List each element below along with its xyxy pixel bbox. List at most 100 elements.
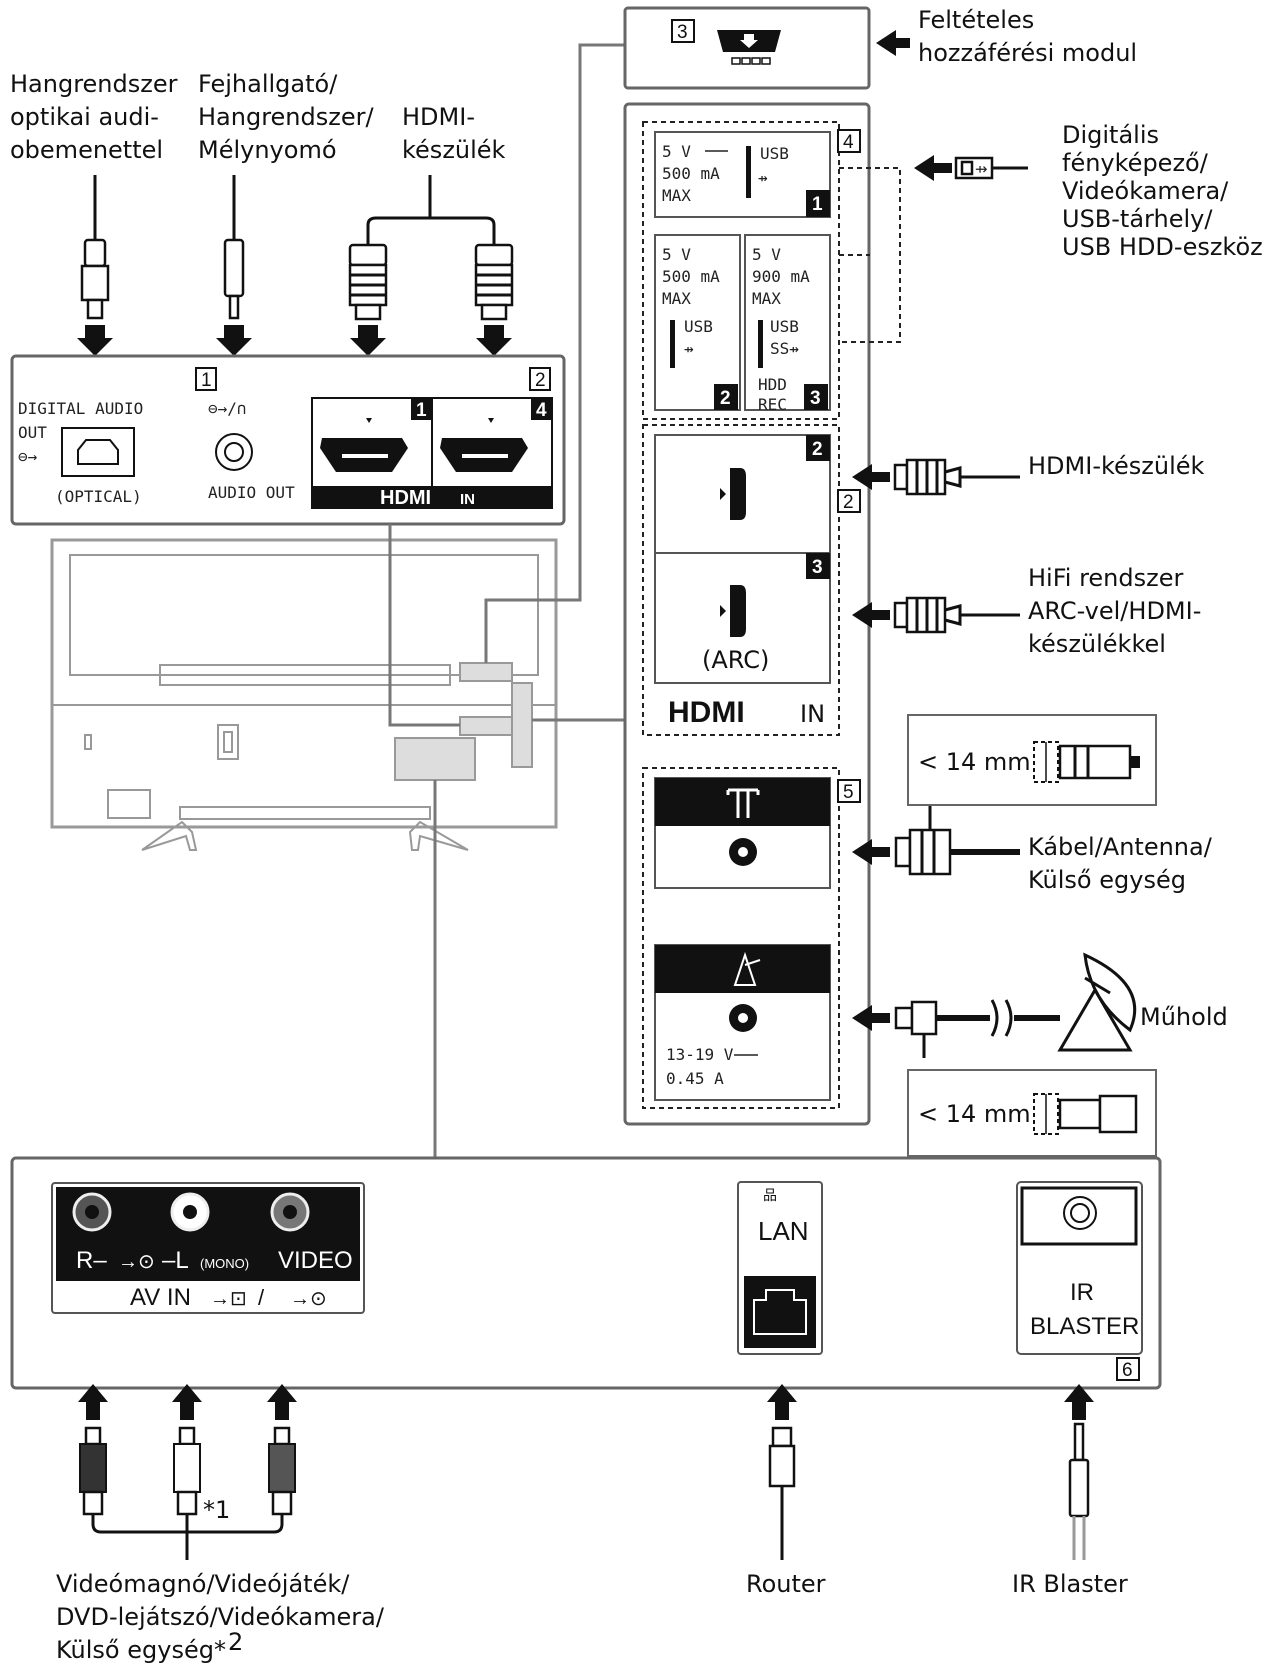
video-input-icon: →⊡ [210, 1288, 247, 1310]
svg-text:⇸: ⇸ [975, 161, 988, 178]
hdmi-device-top-label: HDMI- készülék [402, 103, 506, 164]
av-devices-note: 2 [228, 1628, 243, 1656]
antenna-port [654, 777, 831, 889]
svg-text:LAN: LAN [758, 1216, 809, 1246]
satellite-label: Műhold [1140, 1003, 1228, 1031]
cam-module-panel: 3 [623, 6, 910, 90]
svg-text:5 V: 5 V [662, 142, 691, 161]
av-cables-icon [78, 1384, 297, 1560]
usb-symbol-icon: ⇸ [684, 339, 694, 358]
svg-text:500 mA: 500 mA [662, 267, 720, 286]
right-connector-panel: 4 5 V 500 mA MAX USB ⇸ 1 5 V 500 mA MAX … [623, 102, 1137, 1126]
hdmi-port-2: 2 [654, 434, 831, 554]
out-label: OUT [18, 423, 47, 442]
svg-text:USB: USB [770, 317, 799, 336]
audio-jack-cable-icon [216, 175, 252, 356]
svg-text:VIDEO: VIDEO [278, 1247, 353, 1274]
cam-box-num: 3 [677, 22, 688, 43]
tv-back-illustration [50, 538, 558, 851]
usb-port-2: 5 V 500 mA MAX USB ⇸ 2 [654, 234, 741, 411]
digital-audio-label: DIGITAL AUDIO [18, 399, 143, 418]
svg-text:1: 1 [812, 194, 823, 215]
svg-text:13-19 V: 13-19 V [666, 1045, 734, 1064]
audio-out-label: AUDIO OUT [208, 483, 295, 502]
optical-label: (OPTICAL) [55, 487, 142, 506]
svg-text:IR: IR [1070, 1279, 1094, 1306]
output-symbol-icon: ⊖→ [18, 447, 38, 466]
svg-text:MAX: MAX [662, 289, 691, 308]
left-connector-panel: 1 2 DIGITAL AUDIO OUT ⊖→ (OPTICAL) ⊖→/∩ … [10, 354, 566, 526]
hdmi-logo-right: HDMI [668, 696, 745, 729]
box-num-6: 6 [1122, 1360, 1133, 1381]
usb-port-3: 5 V 900 mA MAX USB SS⇸ HDD REC 3 [744, 234, 831, 414]
hdmi-port-1-num: 1 [416, 400, 427, 421]
svg-text:HDD: HDD [758, 375, 787, 394]
hdmi-device-right-label: HDMI-készülék [1028, 452, 1205, 480]
svg-text:< 14 mm: < 14 mm [918, 1100, 1031, 1128]
router-label: Router [746, 1570, 826, 1598]
svg-text:USB: USB [760, 144, 789, 163]
hdmi-cable-top-icon [348, 175, 514, 356]
optical-port-icon [61, 427, 135, 477]
usb-devices-label: Digitális fényképező/ Videókamera/ USB-t… [1062, 121, 1263, 261]
box-num-1 [195, 367, 217, 391]
hifi-arc-label: HiFi rendszer ARC-vel/HDMI- készülékkel [1028, 564, 1209, 658]
antenna-icon [726, 788, 760, 818]
usb-port-1: 5 V 500 mA MAX USB ⇸ 1 [654, 131, 831, 218]
lan-port: 品 LAN [737, 1181, 823, 1355]
cam-module-label: Feltételes hozzáférési modul [918, 6, 1137, 67]
box-num-2-text: 2 [535, 370, 546, 391]
satellite-port: 13-19 V 0.45 A [654, 944, 831, 1101]
size-limit-box-1: < 14 mm [907, 714, 1157, 806]
cable-antenna-label: Kábel/Antenna/ Külső egység [1028, 833, 1219, 894]
svg-text:/: / [258, 1285, 265, 1310]
svg-text:2: 2 [812, 439, 823, 460]
svg-text:AV IN: AV IN [130, 1284, 191, 1311]
svg-text:2: 2 [720, 388, 731, 409]
svg-text:5 V: 5 V [662, 245, 691, 264]
svg-text:MAX: MAX [662, 186, 691, 205]
svg-text:0.45 A: 0.45 A [666, 1069, 724, 1088]
input-symbol-icon: →⊙ [118, 1251, 155, 1273]
svg-text:3: 3 [812, 557, 823, 578]
headphone-device-label: Fejhallgató/ Hangrendszer/ Mélynyomó [198, 70, 381, 164]
svg-text:MAX: MAX [752, 289, 781, 308]
usb-symbol-icon: ⇸ [758, 168, 768, 187]
av-footnote-1: *1 [203, 1496, 230, 1524]
box-num-2-right: 2 [843, 492, 854, 513]
satellite-cable-icon [852, 999, 1060, 1058]
svg-text:5 V: 5 V [752, 245, 781, 264]
box-num-4: 4 [843, 132, 854, 153]
hdmi-port-3-arc: 3 (ARC) [654, 552, 831, 684]
hdmi-logo-left: HDMI [380, 487, 431, 509]
svg-text:3: 3 [810, 388, 821, 409]
svg-text:BLASTER: BLASTER [1030, 1313, 1139, 1340]
box-num-5: 5 [843, 782, 854, 803]
hdmi-port-4-num: 4 [536, 400, 547, 421]
usb-ss-symbol-icon: SS⇸ [770, 339, 799, 358]
svg-text:500 mA: 500 mA [662, 164, 720, 183]
network-icon: 品 [763, 1188, 777, 1204]
svg-text:USB: USB [684, 317, 713, 336]
ir-blaster-cable-icon [1064, 1384, 1094, 1560]
svg-text:R–: R– [76, 1247, 107, 1274]
ir-blaster-label: IR Blaster [1012, 1570, 1128, 1598]
hdmi-cable-right-2-icon [852, 596, 1020, 634]
svg-text:< 14 mm: < 14 mm [918, 748, 1031, 776]
hdmi-in-right: IN [800, 700, 825, 728]
svg-text:REC: REC [758, 395, 787, 414]
svg-text:–L: –L [162, 1247, 189, 1274]
svg-text:900 mA: 900 mA [752, 267, 810, 286]
svg-text:(MONO): (MONO) [200, 1256, 249, 1271]
optical-cable-icon [77, 175, 113, 356]
satellite-dish-icon [733, 951, 761, 986]
av-in-block: R– →⊙ –L (MONO) VIDEO AV IN →⊡ / →⊙ [51, 1182, 365, 1314]
hdmi-cable-right-1-icon [852, 458, 1020, 496]
lan-cable-icon [767, 1384, 797, 1560]
antenna-cable-icon [852, 805, 1020, 876]
usb-plug-icon: ⇸ [954, 156, 1028, 180]
svg-text:(ARC): (ARC) [702, 646, 769, 674]
connector-lines [388, 43, 625, 1158]
headphone-symbol-icon: ⊖→/∩ [208, 399, 247, 418]
